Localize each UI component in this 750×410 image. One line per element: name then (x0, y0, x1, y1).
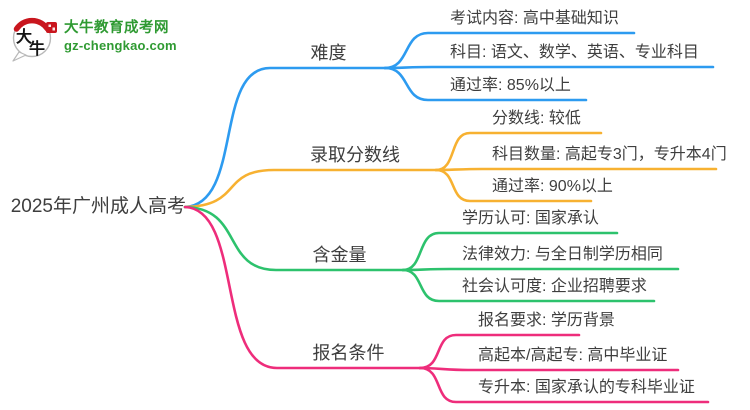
branch-lines-value (183, 205, 680, 303)
leaf-college-diploma: 专升本: 国家承认的专科毕业证 (478, 379, 695, 396)
branch-lines-requirements (183, 205, 710, 404)
brand-logo[interactable]: 大 牛 大牛教育成考网 gz-chengkao.com (10, 12, 177, 62)
leaf-pass-rate-85: 通过率: 85%以上 (450, 77, 571, 94)
leaf-degree-recognition: 学历认可: 国家承认 (462, 210, 599, 227)
leaf-social-recognition: 社会认可度: 企业招聘要求 (462, 278, 647, 295)
leaf-exam-content: 考试内容: 高中基础知识 (450, 10, 619, 27)
branch-label-scoreline: 录取分数线 (310, 145, 400, 165)
leaf-subject-count: 科目数量: 高起专3门，专升本4门 (492, 146, 727, 163)
leaf-score-low: 分数线: 较低 (492, 110, 581, 127)
branch-label-requirements: 报名条件 (312, 343, 385, 363)
brand-text-block: 大牛教育成考网 gz-chengkao.com (64, 12, 177, 53)
leaf-legal-effect: 法律效力: 与全日制学历相同 (462, 246, 663, 263)
leaf-highschool-diploma: 高起本/高起专: 高中毕业证 (478, 347, 668, 364)
branch-lines-difficulty (183, 31, 715, 209)
logo-char-top: 大 (16, 27, 32, 46)
branch-label-difficulty: 难度 (310, 43, 347, 63)
leaf-subjects: 科目: 语文、数学、英语、专业科目 (450, 44, 699, 61)
brand-name: 大牛教育成考网 (64, 20, 169, 36)
leaf-pass-rate-90: 通过率: 90%以上 (492, 178, 613, 195)
logo-char-bottom: 牛 (29, 39, 45, 58)
branch-label-value: 含金量 (312, 245, 367, 265)
branch-lines-scoreline (183, 131, 718, 209)
leaf-registration-requirement: 报名要求: 学历背景 (478, 312, 615, 329)
daniu-logo-icon: 大 牛 (12, 17, 57, 62)
root-topic: 2025年广州成人高考 (10, 196, 186, 217)
brand-domain: gz-chengkao.com (64, 38, 177, 53)
